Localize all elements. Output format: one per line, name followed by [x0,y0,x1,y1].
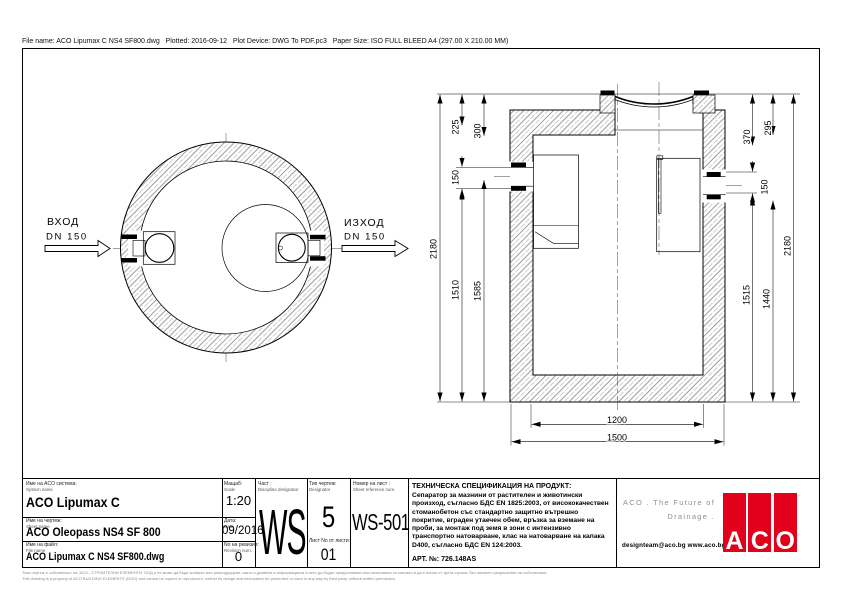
aco-logo-letter: O [775,527,795,555]
system-name-label-en: System name [26,487,53,493]
titleblock-top-line [22,478,819,479]
brand-contacts: designteam@aco.bg www.aco.bg [622,542,726,549]
plot-header: File name: ACO Lipumax C NS4 SF800.dwg P… [22,38,509,45]
grid-line [307,478,308,567]
grid-line [22,516,255,518]
type-value: 5 [321,501,336,534]
scale-label: Мащаб: Scale [224,480,243,493]
dim-inner-width: 1200 [607,415,627,425]
outlet-label: ИЗХОД [344,217,385,229]
dim-1440: 1440 [762,289,772,309]
type-label-bg: Тип чертеж: [309,480,337,487]
grid-line [222,478,223,567]
grid-line [408,478,409,567]
inlet-flow-arrow [44,239,111,258]
section-concrete-body [509,109,726,403]
revision-label-bg: No на ревизия: [224,541,259,548]
dim-1515: 1515 [742,285,752,305]
outlet-baffle [656,155,701,253]
spec-body: Сепаратор за мазнини от растителен и жив… [412,492,609,549]
type-label: Тип чертеж: Designator [309,480,337,493]
dim-295: 295 [763,120,773,135]
aco-logo: A C O [723,493,797,555]
scale-value: 1:20 [225,493,252,508]
discipline-label-bg: Част : [258,480,272,487]
spec-art-number: АРТ. №: 726.148AS [412,556,477,563]
revision-label-en: Revision num. [224,548,252,554]
disclaimer-bg: Този чертеж е собственост на 'АСО - СТРО… [22,570,548,575]
section-inlet-pipe [494,161,534,192]
scale-label-en: Scale [224,487,235,493]
sheet-name-label: Име на чертеж: Sheet name [26,517,62,530]
dimension-lines [437,94,800,446]
dim-370: 370 [742,129,752,144]
file-name-label-bg: Име на файл: [26,541,59,548]
sheet-name-label-en: Sheet name [26,524,50,530]
dim-overall-left: 2180 [429,239,439,259]
dim-300: 300 [473,123,483,138]
section-outlet-pipe [701,169,742,203]
grid-line [255,478,256,567]
aco-logo-letter: C [750,527,769,555]
date-label-en: Date [224,524,234,530]
sheet-no-value: 01 [320,546,337,564]
aco-logo-bar: O [773,493,797,555]
sheet-ref-label: Номер на лист : Sheet reference num. [353,480,396,493]
manhole-cover [599,90,716,114]
sheet-ref-value: WS-501 [352,509,410,535]
sheet-ref-label-bg: Номер на лист : [353,480,390,487]
grid-line [616,478,617,567]
sheet-name-label-bg: Име на чертеж: [26,517,62,524]
dim-outer-width: 1500 [607,433,627,443]
grid-line [350,478,351,567]
discipline-label: Част : Discipline designator [258,480,299,493]
inlet-dn-label: DN 150 [46,232,88,243]
dim-overall-right: 2180 [783,236,793,256]
outlet-flow-arrow [341,239,409,258]
sheet-name-value: ACO Oleopass NS4 SF 800 [26,527,161,539]
dim-225: 225 [451,119,461,134]
inlet-label: ВХОД [47,216,79,228]
dim-outlet-150: 150 [760,179,770,194]
date-label-bg: Дата: [224,517,237,524]
date-value: 09/2016 [222,525,264,537]
plan-outlet-pipe [275,232,326,263]
sheet-no-label-bg: Лист No от листи: [309,538,351,544]
dimension-labels: 2180 225 300 150 1510 1585 370 295 150 1… [427,118,794,444]
discipline-label-en: Discipline designator [258,487,299,493]
system-name-label-bg: Име на ACO система: [26,480,77,487]
dim-1510: 1510 [451,280,461,300]
scale-label-bg: Мащаб: [224,480,243,487]
disclaimer-en: This drawing is a property of ACO BUILDI… [22,575,397,581]
file-name-value: ACO Lipumax C NS4 SF800.dwg [26,551,165,563]
file-name-label-en: File name [26,548,46,554]
sheet-border [22,48,820,568]
spec-title: ТЕХНИЧЕСКА СПЕЦИФИКАЦИЯ НА ПРОДУКТ: [412,483,572,490]
date-label: Дата: Date [224,517,237,530]
section-view [437,82,800,412]
grid-line [22,540,255,542]
type-label-en: Designator [309,487,331,493]
inlet-baffle [533,154,579,249]
outlet-dn-label: DN 150 [344,232,386,243]
plan-view: ВХОД DN 150 ИЗХОД DN 150 [44,133,409,362]
file-name-label: Име на файл: File name [26,541,59,554]
aco-logo-bar: C [748,493,772,555]
brand-tagline-line1: ACO . The Future of [623,498,716,507]
sheet-no-label: Лист No от листи: [309,538,351,545]
plan-inlet-pipe [121,231,176,265]
system-name-value: ACO Lipumax C [26,494,120,510]
discipline-value: WS [259,496,307,568]
dim-inlet-150: 150 [451,170,461,185]
brand-tagline: ACO . The Future of Drainage . [623,496,715,524]
revision-value: 0 [234,549,243,564]
system-name-label: Име на ACO система: System name [26,480,77,493]
aco-logo-letter: A [725,527,744,555]
dim-1585: 1585 [473,281,483,301]
sheet-ref-label-en: Sheet reference num. [353,487,396,493]
brand-tagline-line2: Drainage . [667,512,715,521]
revision-label: No на ревизия: Revision num. [224,541,259,554]
aco-logo-bar: A [723,493,746,555]
